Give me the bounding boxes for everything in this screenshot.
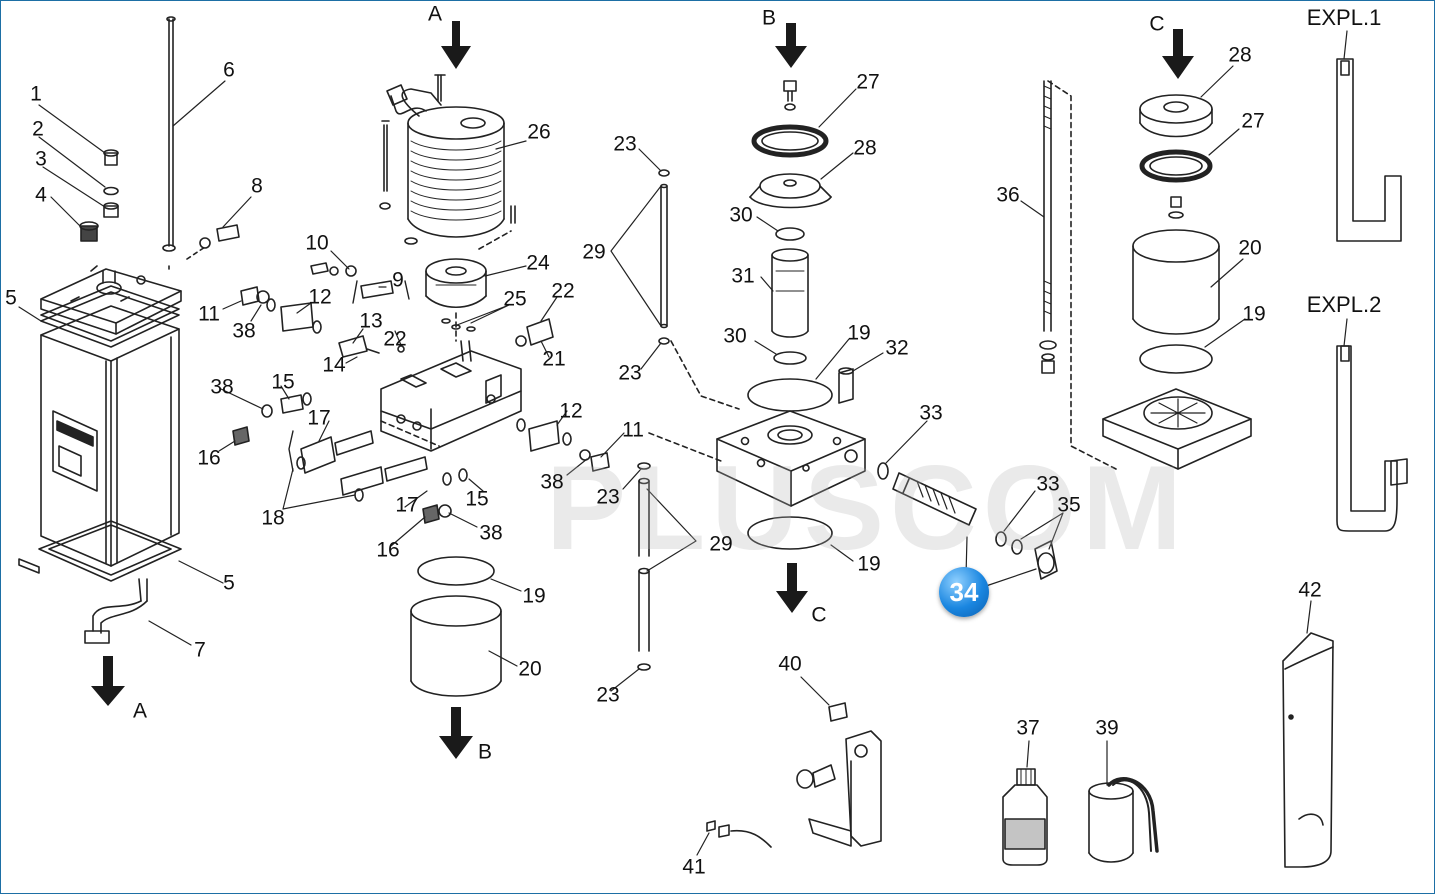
callout-5-bottom: 5 xyxy=(223,571,235,595)
callout-20-motor: 20 xyxy=(518,657,542,681)
callout-29-bottom: 29 xyxy=(709,532,733,556)
callout-9: 9 xyxy=(392,268,404,292)
watermark: PLUSCOM xyxy=(546,441,1188,575)
callout-23-a: 23 xyxy=(613,132,637,156)
callout-19-tank: 19 xyxy=(1242,302,1266,326)
callout-38-b: 38 xyxy=(210,375,234,399)
callout-1: 1 xyxy=(30,82,42,106)
callout-40: 40 xyxy=(778,652,802,676)
callout-6: 6 xyxy=(223,58,235,82)
arrow-c-bottom xyxy=(776,563,808,613)
callout-24: 24 xyxy=(526,251,550,275)
callout-30-bottom: 30 xyxy=(723,324,747,348)
callout-38-d: 38 xyxy=(540,470,564,494)
callout-29-top: 29 xyxy=(582,240,606,264)
callout-26: 26 xyxy=(527,120,551,144)
callout-17-bottom: 17 xyxy=(395,493,419,517)
callout-19-pump-bottom: 19 xyxy=(857,552,881,576)
tube-assembly xyxy=(637,169,740,671)
callout-23-b: 23 xyxy=(618,361,642,385)
callout-13: 13 xyxy=(359,309,383,333)
expl1-label: EXPL.1 xyxy=(1306,5,1382,30)
expl2-label: EXPL.2 xyxy=(1306,292,1382,317)
callout-25: 25 xyxy=(503,287,527,311)
callout-28-tank: 28 xyxy=(1228,43,1252,67)
callout-38-c: 38 xyxy=(479,521,503,545)
callout-31: 31 xyxy=(731,264,755,288)
callout-8: 8 xyxy=(251,174,263,198)
callout-42: 42 xyxy=(1298,578,1322,602)
arrow-b-bottom xyxy=(439,707,473,759)
arrow-c-top xyxy=(1162,29,1194,79)
callout-23-c: 23 xyxy=(596,485,620,509)
callout-27-pump: 27 xyxy=(856,70,880,94)
arrow-label-b-top: B xyxy=(761,6,777,30)
callout-23-d: 23 xyxy=(596,683,620,707)
callout-4: 4 xyxy=(35,183,47,207)
callout-3: 3 xyxy=(35,147,47,171)
callout-20-tank: 20 xyxy=(1238,236,1262,260)
callout-17-top: 17 xyxy=(307,406,331,430)
accessories xyxy=(706,702,1159,866)
arrow-label-a-top: A xyxy=(427,2,443,26)
arrow-label-a-bottom: A xyxy=(132,699,148,723)
tank-assembly xyxy=(1039,80,1252,470)
callout-41: 41 xyxy=(682,855,706,879)
pump-body-assembly xyxy=(716,80,866,550)
arrow-b-top xyxy=(775,23,807,68)
callout-37: 37 xyxy=(1016,716,1040,740)
arrow-label-c-bottom: C xyxy=(811,603,827,627)
callout-32: 32 xyxy=(885,336,909,360)
arrow-a-bottom xyxy=(91,656,125,706)
callout-19-motor: 19 xyxy=(522,584,546,608)
callout-36: 36 xyxy=(996,183,1020,207)
callout-39: 39 xyxy=(1095,716,1119,740)
leader-lines xyxy=(18,30,1348,856)
callout-38-a: 38 xyxy=(232,319,256,343)
motor-manifold-assembly xyxy=(232,74,610,697)
arrow-label-c-top: C xyxy=(1149,12,1165,36)
callout-11-left: 11 xyxy=(198,302,220,326)
callout-16-right: 16 xyxy=(376,538,400,562)
callout-18: 18 xyxy=(261,506,285,530)
callout-19-pump-top: 19 xyxy=(847,321,871,345)
callout-35: 35 xyxy=(1057,493,1081,517)
callout-28-pump: 28 xyxy=(853,136,877,160)
callout-7: 7 xyxy=(194,638,206,662)
callout-11-right: 11 xyxy=(622,418,644,442)
callout-10: 10 xyxy=(305,231,329,255)
callout-14: 14 xyxy=(322,353,346,377)
motor-housing-assembly xyxy=(18,16,240,644)
callout-15-right: 15 xyxy=(465,487,489,511)
flow-arrows xyxy=(91,21,1194,759)
callout-30-top: 30 xyxy=(729,203,753,227)
callout-2: 2 xyxy=(32,117,44,141)
callout-22-right: 22 xyxy=(551,279,575,303)
callout-5-top: 5 xyxy=(5,286,17,310)
callout-22-left: 22 xyxy=(383,327,407,351)
shaft-assembly xyxy=(877,462,1058,580)
callout-21: 21 xyxy=(542,347,566,371)
arrow-a-top xyxy=(441,21,471,69)
callout-33-top: 33 xyxy=(919,401,943,425)
callout-12-right: 12 xyxy=(559,399,583,423)
callout-15-left: 15 xyxy=(271,370,295,394)
callout-16-left: 16 xyxy=(197,446,221,470)
arrow-label-b-bottom: B xyxy=(477,740,493,764)
callout-12-left: 12 xyxy=(308,285,332,309)
callout-27-tank: 27 xyxy=(1241,109,1265,133)
part-34-badge[interactable]: 34 xyxy=(939,567,989,617)
callout-33-bottom: 33 xyxy=(1036,472,1060,496)
expl-tools xyxy=(1282,58,1408,868)
